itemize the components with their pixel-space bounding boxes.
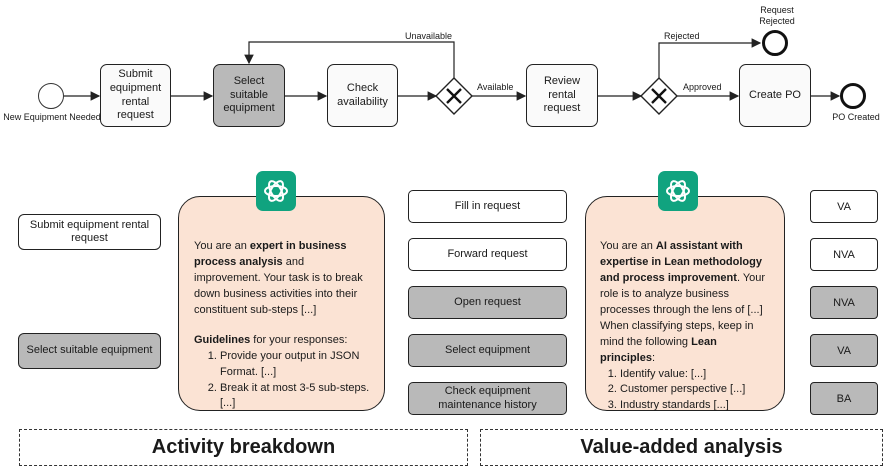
end-event-po-created [840, 83, 866, 109]
breakdown-guideline-item: Break it at most 3-5 sub-steps. [...] [220, 381, 370, 413]
chatgpt-logo-icon [256, 171, 296, 211]
task-select-equipment: Select suitable equipment [213, 64, 285, 127]
input-activity-select: Select suitable equipment [18, 333, 161, 369]
breakdown-guideline-item: Provide your output in JSON Format. [...… [220, 349, 370, 381]
value-tag: VA [810, 334, 878, 367]
lean-principle-item: Identify value: [...] [620, 367, 774, 383]
end-event-rejected [762, 30, 788, 56]
lean-principle-item: Industry standards [...] [620, 398, 774, 414]
breakdown-prompt-bubble: You are an expert in business process an… [178, 196, 385, 411]
end-event-po-created-label: PO Created [832, 112, 880, 122]
substep-open-request: Open request [408, 286, 567, 319]
flow-label-rejected: Rejected [664, 31, 700, 41]
substep-forward-request: Forward request [408, 238, 567, 271]
section-title-activity-breakdown: Activity breakdown [19, 429, 468, 466]
task-submit-request: Submit equipment rental request [100, 64, 171, 127]
task-check-availability: Check availability [327, 64, 398, 127]
task-create-po: Create PO [739, 64, 811, 127]
substep-select-equipment: Select equipment [408, 334, 567, 367]
gateway-unavailable-available [435, 77, 473, 115]
start-event [38, 83, 64, 109]
lean-principle-item: Customer perspective [...] [620, 382, 774, 398]
value-tag: NVA [810, 286, 878, 319]
end-event-rejected-label: Request Rejected [759, 5, 795, 26]
value-tag: BA [810, 382, 878, 415]
flow-label-unavailable: Unavailable [404, 31, 452, 41]
section-title-value-added-analysis: Value-added analysis [480, 429, 883, 466]
gateway-approval [640, 77, 678, 115]
value-tag: NVA [810, 238, 878, 271]
flow-label-available: Available [477, 82, 514, 92]
start-event-label: New Equipment Needed [3, 112, 101, 122]
substep-fill-in-request: Fill in request [408, 190, 567, 223]
process-flow-connectors [64, 38, 841, 115]
value-prompt-bubble: You are an AI assistant with expertise i… [585, 196, 785, 411]
task-review-request: Review rental request [526, 64, 598, 127]
input-activity-submit: Submit equipment rental request [18, 214, 161, 250]
value-tag: VA [810, 190, 878, 223]
flow-label-approved: Approved [683, 82, 722, 92]
chatgpt-logo-icon [658, 171, 698, 211]
substep-check-maintenance: Check equipment maintenance history [408, 382, 567, 415]
